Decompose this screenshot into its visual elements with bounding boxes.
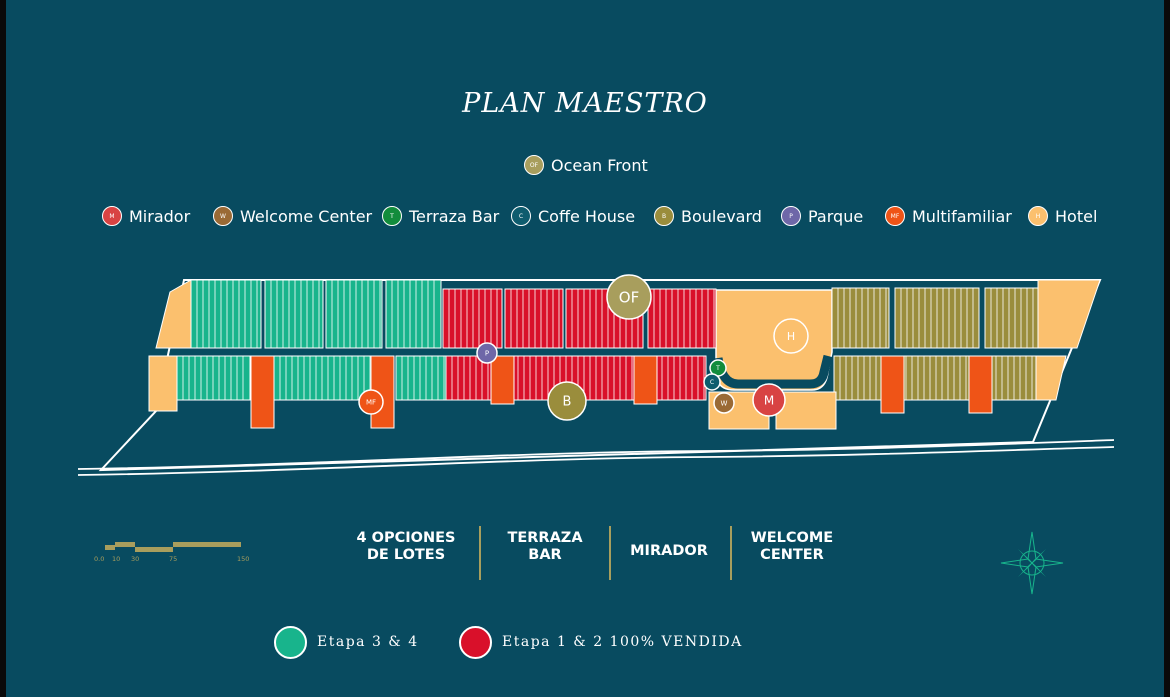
etapa-3-4-block: [264, 279, 324, 349]
legend-label-ocean-front: Ocean Front: [551, 155, 648, 175]
multifamiliar-lot: [490, 355, 515, 405]
hotel-lot: [775, 391, 837, 430]
legend-label-terraza-bar: Terraza Bar: [409, 206, 500, 226]
boulevard-marker: B: [547, 381, 587, 421]
etapa-1-2-block: [442, 288, 503, 349]
hotel-lot: [1037, 279, 1101, 349]
multifamiliar-marker-label: MF: [366, 399, 376, 407]
scale-tick: 75: [169, 555, 177, 563]
etapa-1-2-block: [504, 288, 564, 349]
etapa-1-2-swatch: [459, 625, 492, 659]
scale-bar-segment: [173, 542, 241, 547]
scale-tick: 150: [237, 555, 249, 563]
scale-bar-segment: [105, 545, 115, 550]
scale-bar-segment: [135, 547, 173, 552]
etapa-3-4-block: [273, 355, 374, 401]
ocean-front-icon: OF: [524, 155, 544, 175]
etapa-3-4-label: Etapa 3 & 4: [317, 634, 419, 650]
etapa-3-4-block: [385, 279, 442, 349]
multifamiliar-lot: [633, 355, 658, 405]
mirador-marker: M: [752, 383, 786, 417]
ocean-front-marker: OF: [606, 274, 652, 320]
legend-item-terraza-bar: T Terraza Bar: [382, 203, 499, 229]
legend-item-mirador: M Mirador: [102, 203, 190, 229]
multifamiliar-lot: [968, 355, 993, 414]
boulevard-block: [831, 287, 890, 349]
legend-label-multifamiliar: Multifamiliar: [912, 206, 1012, 226]
scale-bar: 0.0 10 30 75 150: [94, 542, 249, 563]
etapa-3-4-block: [176, 355, 251, 401]
multifamiliar-marker: MF: [358, 389, 384, 415]
etapa-3-4-swatch: [274, 625, 307, 659]
scale-tick: 30: [131, 555, 139, 563]
mirador-marker-label: M: [764, 393, 774, 407]
parque-marker-label: P: [485, 350, 489, 358]
legend-item-welcome-center: W Welcome Center: [213, 203, 372, 229]
boulevard-marker-label: B: [563, 395, 572, 410]
legend-item-multifamiliar: MF Multifamiliar: [885, 203, 1012, 229]
hotel-lot: [148, 355, 178, 412]
info-divider: [479, 526, 481, 580]
info-divider: [609, 526, 611, 580]
scale-tick: 10: [112, 555, 120, 563]
markers-layer: OF H P TC W M MF B: [358, 274, 809, 421]
hotel-marker: H: [773, 318, 809, 354]
etapa-1-2-block: [647, 288, 717, 349]
legend-item-hotel: H Hotel: [1028, 203, 1097, 229]
hotel-lot: [1035, 355, 1067, 401]
parque-marker: P: [476, 342, 498, 364]
etapa-3-4-block: [190, 279, 262, 349]
welcome-center-icon: W: [213, 206, 233, 226]
boulevard-icon: B: [654, 206, 674, 226]
legend-item-coffe-house: C Coffe House: [511, 203, 635, 229]
scale-bar-segment: [115, 542, 135, 547]
legend-label-hotel: Hotel: [1055, 206, 1098, 226]
coffe-house-icon: C: [511, 206, 531, 226]
multifamiliar-icon: MF: [885, 206, 905, 226]
terraza-bar-icon: T: [382, 206, 402, 226]
etapa-1-2-label: Etapa 1 & 2 100% VENDIDA: [502, 634, 743, 650]
page-title: PLAN MAESTRO: [462, 88, 708, 119]
legend-label-mirador: Mirador: [129, 206, 191, 226]
legend-item-ocean-front: OF Ocean Front: [524, 152, 648, 178]
multifamiliar-lot: [250, 355, 275, 429]
legend-item-boulevard: B Boulevard: [654, 203, 762, 229]
boulevard-block: [984, 287, 1039, 349]
legend-label-parque: Parque: [808, 206, 864, 226]
hotel-marker-label: H: [787, 330, 795, 343]
etapa-legend-3-4: Etapa 3 & 4: [274, 624, 419, 660]
scale-tick: 0.0: [94, 555, 104, 563]
master-plan-page: PLAN MAESTRO OF Ocean Front M Mirador W …: [6, 0, 1164, 697]
etapa-legend-1-2: Etapa 1 & 2 100% VENDIDA: [459, 624, 743, 660]
etapa-3-4-block: [325, 279, 383, 349]
legend-label-coffe-house: Coffe House: [538, 206, 636, 226]
mirador-icon: M: [102, 206, 122, 226]
welcome-center-marker-label: W: [721, 400, 728, 408]
legend-label-welcome-center: Welcome Center: [240, 206, 373, 226]
welcome-center-marker: W: [713, 392, 735, 414]
hotel-icon: H: [1028, 206, 1048, 226]
legend-label-boulevard: Boulevard: [681, 206, 762, 226]
master-plan-map: OF H P TC W M MF B: [77, 274, 1115, 476]
coffe-house-marker: C: [703, 373, 721, 391]
ocean-front-marker-label: OF: [619, 288, 639, 306]
parque-icon: P: [781, 206, 801, 226]
coffe-house-marker-label: C: [710, 379, 714, 386]
lots-layer: [148, 279, 1101, 430]
info-divider: [730, 526, 732, 580]
legend-item-parque: P Parque: [781, 203, 863, 229]
compass-icon: [1000, 531, 1064, 595]
multifamiliar-lot: [880, 355, 905, 414]
hotel-lot: [155, 279, 192, 349]
terraza-bar-marker-label: T: [715, 365, 720, 372]
info-mirador: MIRADOR: [630, 543, 708, 559]
etapa-3-4-block: [395, 355, 447, 401]
